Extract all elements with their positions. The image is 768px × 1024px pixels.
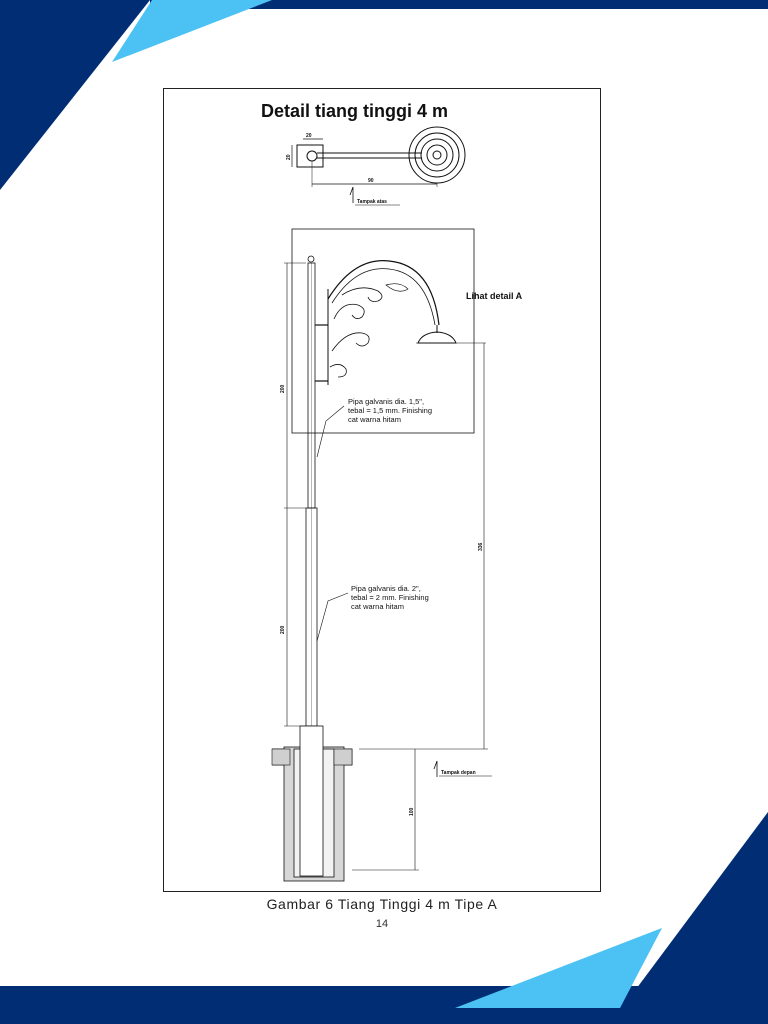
lamp-arm-curve-inner (331, 268, 436, 326)
bottom-navy-bar (0, 986, 768, 1024)
top-navy-bar (150, 0, 768, 9)
note-upper-line-2: tebal = 1,5 mm. Finishing (348, 406, 432, 415)
lamp-ring-3 (420, 138, 454, 172)
lamp-shade (417, 331, 457, 344)
note-lower-line-3: cat warna hitam (351, 602, 404, 611)
figure-caption: Gambar 6 Tiang Tinggi 4 m Tipe A (266, 896, 498, 912)
top-view-lamp-rings (408, 126, 466, 184)
drawing-frame: Detail tiang tinggi 4 m 20 20 90 (163, 88, 601, 892)
dim-foundation: 100 (409, 807, 415, 816)
dim-lamp-height: 336 (478, 542, 484, 551)
ornament-scroll-4 (329, 364, 347, 378)
top-view: 20 20 90 Tampak atas (286, 126, 466, 206)
top-view-label: Tampak atas (357, 199, 387, 205)
leader-lower (316, 592, 349, 642)
elevation-view: Lihat detail A Pipa galvanis dia. 1 (271, 228, 523, 882)
top-view-base-plate (296, 144, 324, 168)
detail-label: Lihat detail A (466, 291, 523, 301)
lamp-ring-1 (408, 126, 466, 184)
top-view-pole-circle (306, 150, 318, 162)
section-mark-top (349, 186, 354, 203)
foundation-sleeve (299, 725, 324, 877)
lamp-arm-curve (327, 260, 440, 326)
ground-right (333, 748, 353, 766)
page-number: 14 (375, 918, 389, 930)
top-left-navy-band (0, 0, 150, 190)
bottom-light-blue-stripe (455, 928, 662, 1008)
note-upper-line-1: Pipa galvanis dia. 1,5", (348, 397, 424, 406)
ornament-scroll-3 (341, 287, 383, 302)
lamp-ring-2 (414, 132, 460, 178)
ground-left (271, 748, 291, 766)
dim-lower-pole: 200 (280, 625, 286, 634)
dim-width: 20 (306, 133, 312, 139)
leader-upper (316, 405, 345, 458)
lamp-ring-5 (432, 150, 442, 160)
note-lower-line-1: Pipa galvanis dia. 2", (351, 584, 421, 593)
note-lower-line-2: tebal = 2 mm. Finishing (351, 593, 429, 602)
dim-height: 20 (286, 154, 292, 160)
detail-a-box (291, 228, 475, 434)
technical-drawing: Detail tiang tinggi 4 m 20 20 90 (261, 101, 523, 882)
section-mark-front (433, 760, 438, 777)
drawing-title: Detail tiang tinggi 4 m (261, 101, 448, 121)
ornament-scroll-1 (331, 332, 370, 352)
dim-arm: 90 (368, 178, 374, 184)
lamp-ring-4 (426, 144, 448, 166)
ornament-scroll-2 (333, 303, 365, 320)
note-upper-line-3: cat warna hitam (348, 415, 401, 424)
dim-upper-pole: 200 (280, 384, 286, 393)
front-view-label: Tampak depan (441, 770, 476, 776)
bottom-right-navy-band (610, 812, 768, 1024)
top-light-blue-stripe (112, 0, 272, 62)
ornament-leaf (385, 283, 409, 292)
pole-finial (307, 255, 315, 263)
